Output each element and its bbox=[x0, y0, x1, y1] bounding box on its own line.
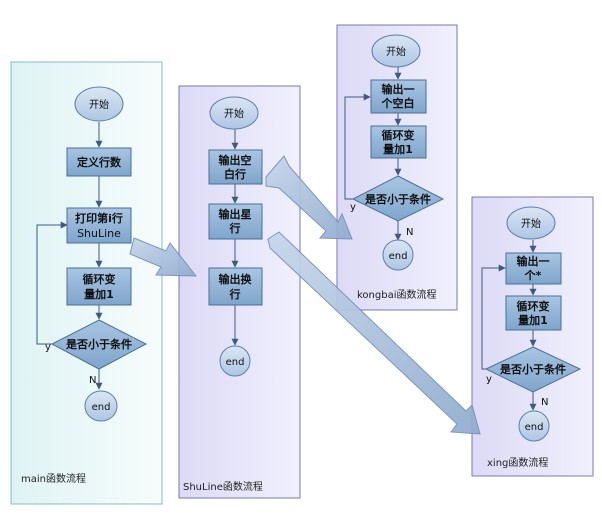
kongbai-end-label: end bbox=[389, 251, 408, 262]
shuline-star-row-label-2: 行 bbox=[229, 221, 241, 235]
xing-increment-box bbox=[505, 295, 562, 331]
kongbai-flow: 开始 输出一 个空白 循环变 量加1 是否小于条件 y N end kongba… bbox=[344, 34, 445, 301]
shuline-star-row-label: 输出星 bbox=[219, 207, 252, 221]
main-loop-back bbox=[36, 221, 68, 345]
shuline-blank-row-label-2: 白行 bbox=[224, 167, 246, 181]
main-end-label: end bbox=[92, 402, 111, 413]
shuline-blank-row-label: 输出空 bbox=[219, 153, 252, 167]
main-increment-label: 循环变 bbox=[83, 272, 116, 286]
xing-caption: xing函数流程 bbox=[487, 456, 548, 469]
main-to-shuline-block-arrow bbox=[129, 237, 198, 277]
main-increment-label-2: 量加1 bbox=[84, 287, 114, 301]
kongbai-decision-diamond bbox=[351, 175, 445, 222]
xing-output-star-label: 输出一 bbox=[517, 254, 550, 268]
kongbai-output-blank-box bbox=[370, 79, 427, 114]
main-start-oval bbox=[74, 86, 124, 122]
xing-increment-label: 循环变 bbox=[517, 299, 550, 313]
shuline-blank-row-box bbox=[208, 149, 263, 185]
xing-yes-label: y bbox=[486, 374, 492, 385]
main-print-row-call: ShuLine bbox=[77, 227, 121, 240]
main-flow: 开始 定义行数 打印第i行 ShuLine 循环变 量加1 是否小于条件 y N… bbox=[21, 86, 148, 485]
kongbai-increment-box bbox=[370, 125, 427, 159]
xing-output-star-box bbox=[505, 252, 562, 285]
xing-decision-diamond bbox=[484, 346, 582, 393]
shuline-newline-box bbox=[208, 267, 263, 306]
shuline-start-oval bbox=[209, 96, 259, 130]
xing-start-label: 开始 bbox=[521, 217, 541, 230]
xing-increment-label-2: 量加1 bbox=[518, 313, 548, 327]
kongbai-increment-label: 循环变 bbox=[382, 128, 415, 142]
main-print-row-box bbox=[66, 207, 132, 244]
kongbai-no-label: N bbox=[406, 227, 413, 238]
shuline-to-kongbai-block-arrow bbox=[265, 155, 353, 240]
kongbai-output-blank-label-2: 个空白 bbox=[381, 96, 415, 110]
kongbai-yes-label: y bbox=[350, 202, 356, 213]
shuline-caption: ShuLine函数流程 bbox=[183, 480, 263, 493]
xing-end-label: end bbox=[525, 422, 544, 433]
xing-start-oval bbox=[506, 206, 556, 240]
kongbai-loop-back bbox=[344, 93, 371, 200]
xing-no-label: N bbox=[541, 397, 548, 408]
shuline-newline-label-2: 行 bbox=[229, 287, 241, 301]
shuline-star-row-box bbox=[208, 203, 263, 240]
shuline-end-label: end bbox=[226, 357, 245, 368]
kongbai-output-blank-label: 输出一 bbox=[382, 82, 415, 96]
kongbai-end-oval bbox=[382, 239, 414, 271]
kongbai-start-label: 开始 bbox=[386, 45, 406, 58]
main-define-rows-label: 定义行数 bbox=[77, 155, 122, 169]
shuline-flow: 开始 输出空 白行 输出星 行 输出换 行 end ShuLine函数流程 bbox=[183, 96, 263, 493]
shuline-to-xing-block-arrow bbox=[267, 231, 481, 435]
xing-end-oval bbox=[518, 410, 550, 442]
main-start-label: 开始 bbox=[89, 98, 109, 111]
main-print-row-label: 打印第i行 bbox=[75, 211, 123, 225]
main-decision-diamond bbox=[50, 319, 148, 370]
main-end-oval bbox=[84, 390, 118, 422]
xing-flow: 开始 输出一 个* 循环变 量加1 是否小于条件 y N end xing函数流… bbox=[481, 206, 582, 469]
main-yes-label: y bbox=[45, 342, 51, 353]
main-caption: main函数流程 bbox=[21, 472, 86, 485]
xing-output-star-label-2: 个* bbox=[524, 268, 542, 282]
main-define-rows-box bbox=[66, 147, 132, 177]
main-no-label: N bbox=[89, 375, 96, 386]
kongbai-caption: kongbai函数流程 bbox=[357, 288, 437, 301]
kongbai-decision-label: 是否小于条件 bbox=[364, 192, 431, 206]
main-increment-box bbox=[66, 267, 132, 306]
shuline-start-label: 开始 bbox=[224, 107, 244, 120]
kongbai-increment-label-2: 量加1 bbox=[383, 142, 413, 156]
kongbai-start-oval bbox=[371, 34, 421, 68]
kongbai-panel bbox=[336, 24, 458, 311]
main-decision-label: 是否小于条件 bbox=[65, 337, 132, 351]
shuline-end-oval bbox=[219, 345, 251, 377]
shuline-newline-label: 输出换 bbox=[219, 272, 253, 286]
xing-decision-label: 是否小于条件 bbox=[499, 362, 566, 376]
